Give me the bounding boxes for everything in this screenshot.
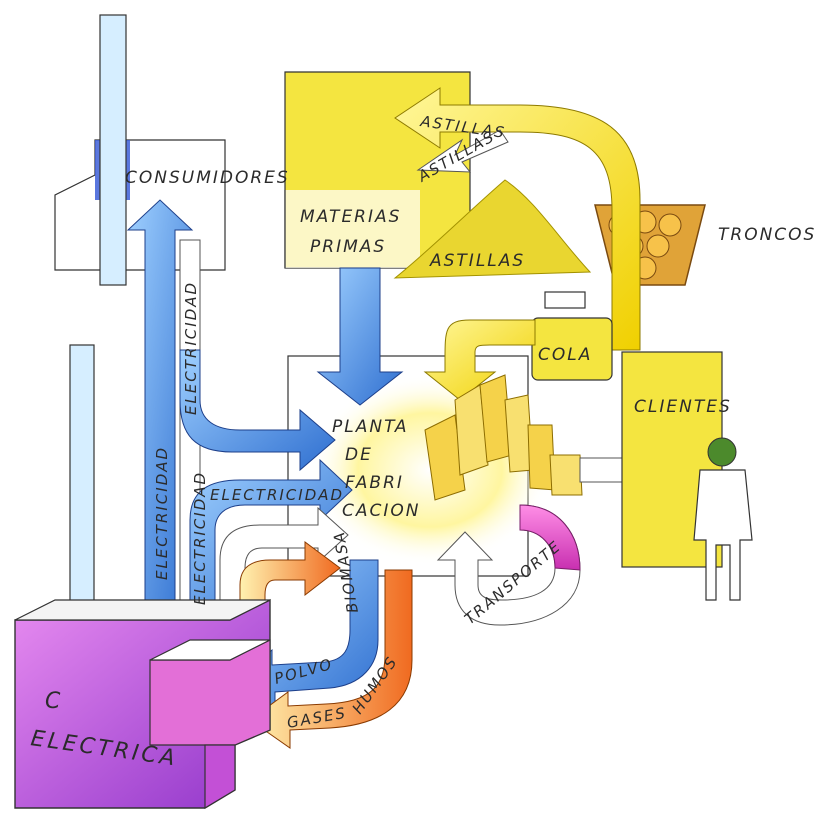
logs-label: TRONCOS [718,225,816,245]
consumers-label: CONSUMIDORES [125,168,290,188]
electricity-label-3: ELECTRICIDAD [210,486,344,504]
glue-label: COLA [538,345,592,365]
glue-container [532,292,612,380]
chips-pile-label: ASTILLAS [429,251,525,271]
factory-label-2: DE [345,445,373,465]
power-plant-chimney [70,345,94,615]
consumers-chimney [100,15,126,285]
raw-materials-label-2: PRIMAS [310,237,386,257]
factory-label-1: PLANTA [332,417,409,437]
electricity-label-2: ELECTRICIDAD [182,281,200,415]
factory-label-3: FABRI [345,473,404,493]
raw-materials-label-1: MATERIAS [300,207,401,227]
clients-label: CLIENTES [634,397,732,417]
electricity-label-4: ELECTRICIDAD [191,471,209,605]
factory-label-4: CACION [342,501,420,521]
electricity-label-1: ELECTRICIDAD [153,446,171,580]
power-plant-label-1: C [45,689,63,714]
